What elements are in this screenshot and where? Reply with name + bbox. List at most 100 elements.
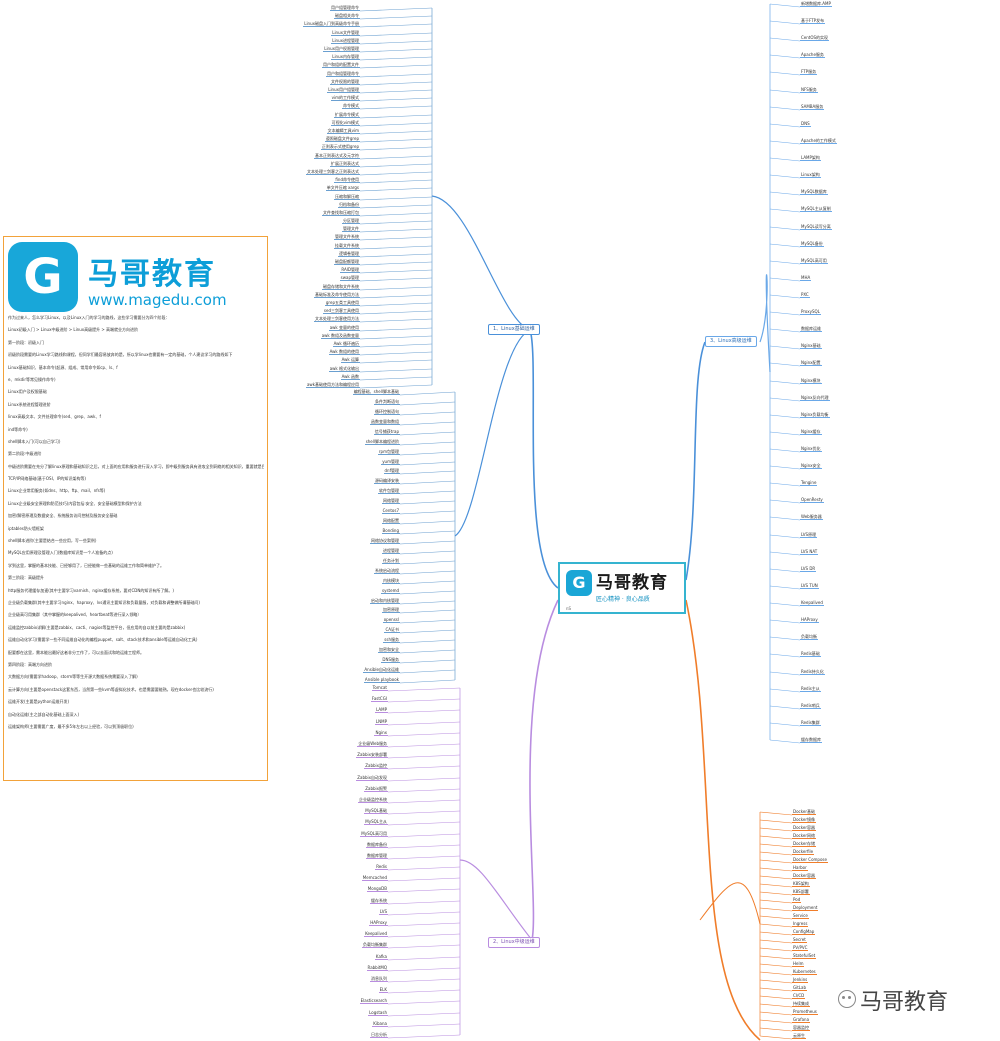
mindmap-leaf[interactable]: MySQL高可用 <box>360 831 388 837</box>
mindmap-leaf[interactable]: 磁盘存储和文件系统 <box>322 284 360 290</box>
mindmap-leaf[interactable]: Ansible playbook <box>363 677 400 683</box>
mindmap-leaf[interactable]: K8S架构 <box>792 881 810 887</box>
mindmap-leaf[interactable]: GitLab <box>792 985 807 991</box>
mindmap-leaf[interactable]: StatefulSet <box>792 953 817 959</box>
mindmap-leaf[interactable]: Awk 循环遍历 <box>332 341 360 347</box>
mindmap-leaf[interactable]: Grafana <box>792 1017 811 1023</box>
mindmap-leaf[interactable]: awk基础使用方法和编程应用 <box>305 382 360 388</box>
mindmap-leaf[interactable]: Linux用户权限管理 <box>323 46 360 52</box>
mindmap-leaf[interactable]: OpenResty <box>800 497 824 503</box>
mindmap-leaf[interactable]: Linux内存管理 <box>331 54 360 60</box>
mindmap-leaf[interactable]: 基本正则表达式及元字符 <box>314 153 360 159</box>
mindmap-leaf[interactable]: FastCGI <box>370 696 388 702</box>
mindmap-leaf[interactable]: RAID管理 <box>340 267 360 273</box>
mindmap-leaf[interactable]: Docker基础 <box>792 809 817 815</box>
mindmap-leaf[interactable]: Nginx优化 <box>800 446 822 452</box>
mindmap-leaf[interactable]: swap管理 <box>339 275 360 281</box>
mindmap-leaf[interactable]: Logstash <box>368 1010 388 1016</box>
mindmap-leaf[interactable]: awk 变量的使用 <box>328 325 360 331</box>
mindmap-leaf[interactable]: systemd <box>381 588 400 594</box>
mindmap-leaf[interactable]: 正则表示式使用grep <box>320 144 360 150</box>
mindmap-leaf[interactable]: LAMP架构 <box>800 155 821 161</box>
mindmap-leaf[interactable]: Nginx模块 <box>800 378 822 384</box>
mindmap-leaf[interactable]: K8S部署 <box>792 889 810 895</box>
mindmap-leaf[interactable]: Centos7 <box>381 508 400 514</box>
mindmap-leaf[interactable]: Redis基础 <box>800 651 821 657</box>
mindmap-leaf[interactable]: 企业级Web服务 <box>357 741 388 747</box>
mindmap-leaf[interactable]: Kafka <box>374 954 388 960</box>
mindmap-leaf[interactable]: Docker容器 <box>792 825 817 831</box>
mindmap-leaf[interactable]: NFS服务 <box>800 87 818 93</box>
branch-linux-advanced[interactable]: 3、Linux高级运维 <box>705 336 757 347</box>
mindmap-leaf[interactable]: Zabbix自动发现 <box>356 775 388 781</box>
mindmap-leaf[interactable]: 文本处理三剑客之正则表达式 <box>306 169 360 175</box>
mindmap-leaf[interactable]: Nginx安全 <box>800 463 822 469</box>
mindmap-leaf[interactable]: 数据库备份 <box>366 842 388 848</box>
mindmap-leaf[interactable]: 扩展正则表达式 <box>330 161 360 167</box>
mindmap-leaf[interactable]: shell脚本编程进阶 <box>364 439 400 445</box>
mindmap-leaf[interactable]: PV/PVC <box>792 945 809 951</box>
mindmap-leaf[interactable]: Linux文件管理 <box>331 30 360 36</box>
mindmap-leaf[interactable]: 任务计划 <box>382 558 400 564</box>
mindmap-leaf[interactable]: LVS NAT <box>800 549 819 555</box>
mindmap-leaf[interactable]: Jenkins <box>792 977 809 983</box>
mindmap-leaf[interactable]: Awk 函数 <box>340 374 360 380</box>
mindmap-leaf[interactable]: 用户和组的配置文件 <box>322 62 360 68</box>
mindmap-leaf[interactable]: Docker网络 <box>792 833 817 839</box>
mindmap-leaf[interactable]: HAProxy <box>800 617 819 623</box>
mindmap-leaf[interactable]: Linux磁盘入门到高级命令手册 <box>303 21 360 27</box>
mindmap-leaf[interactable]: LVS DR <box>800 566 817 572</box>
mindmap-leaf[interactable]: 日志分析 <box>370 1032 388 1038</box>
mindmap-leaf[interactable]: Zabbix安装部署 <box>356 752 388 758</box>
mindmap-leaf[interactable]: 云原生 <box>792 1033 806 1039</box>
mindmap-leaf[interactable]: grep五类工具使用 <box>324 300 360 306</box>
mindmap-leaf[interactable]: CentOS的实现 <box>800 35 830 41</box>
mindmap-leaf[interactable]: MySQL主从 <box>364 819 388 825</box>
mindmap-leaf[interactable]: Redis持久化 <box>800 669 825 675</box>
mindmap-leaf[interactable]: MySQL高可用 <box>800 258 828 264</box>
mindmap-leaf[interactable]: 条件判断语句 <box>374 399 400 405</box>
mindmap-leaf[interactable]: 持续集成 <box>792 1001 810 1007</box>
mindmap-leaf[interactable]: Prometheus <box>792 1009 818 1015</box>
mindmap-leaf[interactable]: Linux进程管理 <box>331 38 360 44</box>
mindmap-leaf[interactable]: CI/CD <box>792 993 806 999</box>
mindmap-leaf[interactable]: Nginx缓存 <box>800 429 822 435</box>
mindmap-leaf[interactable]: LNMP <box>374 719 388 725</box>
mindmap-leaf[interactable]: 遵照磁盘文件grep <box>324 136 360 142</box>
mindmap-leaf[interactable]: 文本编辑工具vim <box>326 128 360 134</box>
mindmap-leaf[interactable]: vim的工作模式 <box>330 95 360 101</box>
mindmap-leaf[interactable]: Linux用户组管理 <box>327 87 360 93</box>
mindmap-leaf[interactable]: MySQL基础 <box>364 808 388 814</box>
mindmap-leaf[interactable]: HAProxy <box>369 920 388 926</box>
mindmap-leaf[interactable]: MySQL读写分离 <box>800 224 832 230</box>
mindmap-leaf[interactable]: Apache的工作模式 <box>800 138 837 144</box>
mindmap-leaf[interactable]: Awk 运算 <box>340 357 360 363</box>
mindmap-leaf[interactable]: 单文件压缩 xargs <box>325 185 360 191</box>
mindmap-leaf[interactable]: Docker镜像 <box>792 817 817 823</box>
mindmap-leaf[interactable]: MySQL主从复制 <box>800 206 832 212</box>
mindmap-leaf[interactable]: 压缩和解压缩 <box>334 194 360 200</box>
mindmap-leaf[interactable]: find命令使用 <box>334 177 360 183</box>
mindmap-leaf[interactable]: 文件权限的管理 <box>330 79 360 85</box>
mindmap-leaf[interactable]: 缓存系统 <box>370 898 388 904</box>
mindmap-leaf[interactable]: 可视化vim模式 <box>330 120 360 126</box>
mindmap-leaf[interactable]: 负载均衡 <box>800 634 818 640</box>
mindmap-leaf[interactable]: Ansible自动化运维 <box>363 667 400 673</box>
mindmap-leaf[interactable]: Nginx基础 <box>800 343 822 349</box>
mindmap-leaf[interactable]: 逻辑卷管理 <box>338 251 360 257</box>
mindmap-leaf[interactable]: Redis <box>375 864 388 870</box>
mindmap-leaf[interactable]: CA证书 <box>384 627 400 633</box>
mindmap-leaf[interactable]: awk 格式化输出 <box>328 366 360 372</box>
mindmap-leaf[interactable]: 编程基础、shell脚本基础 <box>352 389 400 395</box>
mindmap-leaf[interactable]: 数据库运维 <box>800 326 822 332</box>
mindmap-leaf[interactable]: 启动和内核管理 <box>370 598 400 604</box>
mindmap-leaf[interactable]: Kubernetes <box>792 969 817 975</box>
mindmap-leaf[interactable]: 加密原理 <box>382 607 400 613</box>
mindmap-leaf[interactable]: MySQL数据库 <box>800 189 828 195</box>
mindmap-leaf[interactable]: 管理文件 <box>342 226 360 232</box>
mindmap-leaf[interactable]: 内核模块 <box>382 578 400 584</box>
mindmap-leaf[interactable]: RabbitMQ <box>366 965 388 971</box>
mindmap-leaf[interactable]: 磁盘相关命令 <box>334 13 360 19</box>
mindmap-leaf[interactable]: 基于FTP发布 <box>800 18 826 24</box>
mindmap-leaf[interactable]: Deployment <box>792 905 819 911</box>
